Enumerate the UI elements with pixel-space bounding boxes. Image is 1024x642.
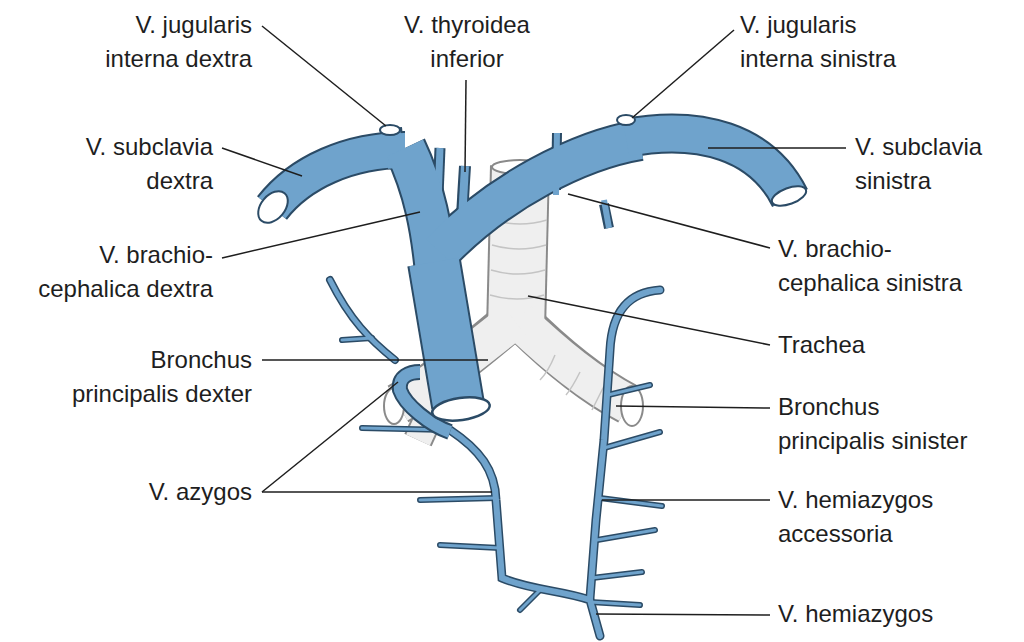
part-label: V. subclavia dextra	[86, 130, 213, 198]
part-label: V. hemiazygos accessoria	[778, 483, 933, 551]
part-label: V. brachio- cephalica sinistra	[778, 232, 962, 300]
part-label: V. jugularis interna dextra	[105, 8, 252, 76]
part-label: Bronchus principalis dexter	[72, 343, 252, 411]
part-label: V. azygos	[149, 475, 252, 509]
small-vein-outline	[330, 280, 662, 636]
vein-cut	[769, 182, 808, 209]
vein-cut	[431, 394, 491, 424]
small-vein-fill	[330, 280, 662, 636]
trachea-rings	[490, 195, 604, 410]
vein-cut	[617, 115, 635, 125]
part-label: V. subclavia sinistra	[855, 130, 982, 198]
part-label: Trachea	[778, 328, 865, 362]
part-label: V. hemiazygos	[778, 597, 933, 631]
vein-cut	[252, 185, 294, 228]
part-label: V. jugularis interna sinistra	[740, 8, 896, 76]
vein-cut	[380, 125, 400, 135]
large-vein-fill	[272, 118, 790, 432]
part-label: V. brachio- cephalica dextra	[38, 238, 213, 306]
leader-lines	[222, 26, 846, 615]
large-vein-outline	[272, 118, 790, 432]
part-label: V. thyroidea inferior	[404, 8, 530, 76]
part-label: Bronchus principalis sinister	[778, 390, 967, 458]
